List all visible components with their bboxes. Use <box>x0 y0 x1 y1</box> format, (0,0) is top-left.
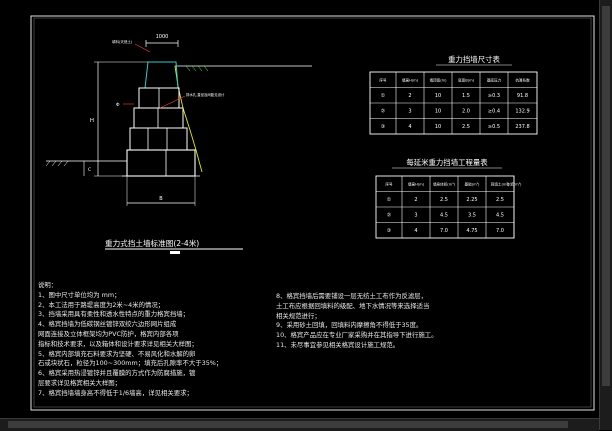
table1-cell: 2.5 <box>462 124 470 130</box>
table1-cell: 2.0 <box>462 108 470 114</box>
table2: 序号 墙高H(m) 墙身体积(m³) 基础(m³) 回填土(m³)砂浆(m³) ① 2 2.5… <box>375 175 523 239</box>
table2-title: 每延米重力挡墙工程量表 <box>406 158 488 167</box>
table1-cell: 4 <box>408 124 411 130</box>
table1-cell: ≥0.5 <box>488 124 500 130</box>
note-line: 网面连接及立体框架均为PVC防护，格宾内部各项 <box>38 329 179 338</box>
table1-cell: 2 <box>408 93 411 99</box>
table1-cell: 132.9 <box>515 108 529 114</box>
table2-header-cell: 序号 <box>385 181 393 186</box>
dim-offset-text: C <box>88 167 91 173</box>
notes-left: 说明：1、图中尺寸单位均为 mm；2、本工法用于路堤高度为2米~4米的情况；3、… <box>38 281 222 399</box>
horizontal-scroll-thumb[interactable] <box>8 421 568 428</box>
drawing-frame <box>30 15 595 411</box>
table2-cell: ① <box>387 197 392 203</box>
note-line: 4、格宾挡墙为低碳钢丝镀锌双绞六边形网片组成 <box>38 320 177 329</box>
table2-cell: 2 <box>414 197 417 203</box>
note-line: 5、格宾内部填充石料要求为坚硬、不易风化和水解的卵 <box>38 349 196 358</box>
table2-header-cell: 回填土(m³) <box>491 181 510 186</box>
table2-cell: 7.0 <box>496 228 504 234</box>
note-line: 11、未尽事宜参见相关格宾设计施工规范。 <box>276 340 400 349</box>
table2-cell: 7.0 <box>440 228 448 234</box>
table1: 序号 墙高H(m) 墙顶宽(m) 底宽B(m) 基底压力 抗滑系数 ① 2 10 1.5 ≥0.3 9… <box>369 71 538 135</box>
table1-cell: ≥0.4 <box>488 108 500 114</box>
table1-header-cell: 序号 <box>379 77 387 82</box>
vertical-scrollbar[interactable] <box>599 0 612 430</box>
table1-cell: ① <box>381 93 386 99</box>
table2-header-cell: 基础(m³) <box>465 181 481 186</box>
table1-title: 重力挡墙尺寸表 <box>448 55 500 64</box>
table1-cell: ② <box>381 108 386 114</box>
table2-cell: 2.25 <box>466 197 477 203</box>
table1-cell: 10 <box>435 124 441 130</box>
note-line: 10、格宾产品应在专业厂家采购并在其指导下进行施工。 <box>276 331 438 340</box>
table2-cell: 4.5 <box>440 212 448 218</box>
note-line: 8、格宾挡墙后需要铺设一层无纺土工布作为反滤层， <box>276 292 428 300</box>
dim-bottom-text: B <box>159 196 163 202</box>
table1-cell: 10 <box>435 108 441 114</box>
note-line: 相关规范进行； <box>276 311 321 320</box>
table1-cell: 3 <box>408 108 411 114</box>
note-line: 石或块状石，粒径为100~300mm；填充后孔隙率不大于35%； <box>38 359 223 368</box>
wall-cap <box>144 61 179 89</box>
vertical-scroll-thumb[interactable] <box>602 6 610 386</box>
note-line: 指标和技术要求，以及箱体和设计要求详见相关大样图； <box>38 339 198 348</box>
label-base-left: Φ <box>116 102 120 108</box>
table2-cell: 4 <box>414 228 417 234</box>
table1-cell: 1.5 <box>462 93 470 99</box>
table2-cell: 4.75 <box>466 228 477 234</box>
note-line: 7、格宾挡墙墙身高不得低于1/6墙高，详见相关要求； <box>38 388 193 397</box>
dim-top-text: 1000 <box>156 34 169 40</box>
table2-cell: 3 <box>414 212 417 218</box>
table1-cell: 91.8 <box>517 93 528 99</box>
table1-header-cell: 底宽B(m) <box>458 77 475 82</box>
note-line: 9、采用砂土回填，回填料内摩擦角不得低于35度。 <box>276 321 423 330</box>
note-line: 6、格宾采用热浸镀锌并且覆膜的方式作为防腐措施，镀 <box>38 369 196 378</box>
table2-cell: ③ <box>387 228 391 234</box>
table1-header-cell: 墙高H(m) <box>402 77 419 82</box>
table2-cell: 4.5 <box>496 212 504 218</box>
table1-cell: 237.8 <box>515 124 529 130</box>
note-line: 说明： <box>38 281 58 289</box>
note-line: 1、图中尺寸单位均为 mm； <box>38 290 121 299</box>
label-top: 填料(天然土) <box>112 39 133 44</box>
notes-right: 8、格宾挡墙后需要铺设一层无纺土工布作为反滤层，土工布应根据回填料的级配、地下水… <box>276 292 438 351</box>
table2-header-cell: 砂浆(m³) <box>507 181 523 186</box>
table2-cell: 2.5 <box>440 197 448 203</box>
note-line: 3、挡墙采用具有柔性和透水性特点的重力格宾挡墙； <box>38 310 190 319</box>
note-line: 土工布应根据回填料的级配、地下水情况等来选择适当 <box>276 301 430 310</box>
table2-header-cell: 墙身体积(m³) <box>433 181 456 186</box>
drawing-inner-frame <box>33 17 592 408</box>
table2-cell: 3.5 <box>468 212 476 218</box>
table1-cell: ≥0.3 <box>488 93 500 99</box>
backfill-line <box>174 65 203 173</box>
drawing-title: 重力式挡土墙标准图(2-4米) <box>105 238 199 248</box>
dim-height-text: H <box>90 118 94 124</box>
note-line: 2、本工法用于路堤高度为2米~4米的情况； <box>38 300 165 309</box>
table1-cell: ③ <box>381 124 385 130</box>
horizontal-scrollbar[interactable] <box>0 418 599 431</box>
table1-header-cell: 抗滑系数 <box>515 77 530 82</box>
table2-cell: 2.5 <box>496 197 504 203</box>
table1-cell: 10 <box>435 93 441 99</box>
label-side: 排水孔,直径及间距见设计 <box>186 92 225 97</box>
table2-header-cell: 墙高H(m) <box>408 181 425 186</box>
table1-header-cell: 墙顶宽(m) <box>429 77 447 82</box>
wall-section: 1000 填料(天然土) 排水孔,直径及间距见设计 <box>45 34 312 206</box>
table1-header-cell: 基底压力 <box>487 77 502 82</box>
note-line: 层要求详见格宾相关大样图； <box>38 378 122 387</box>
table2-cell: ② <box>387 212 392 218</box>
